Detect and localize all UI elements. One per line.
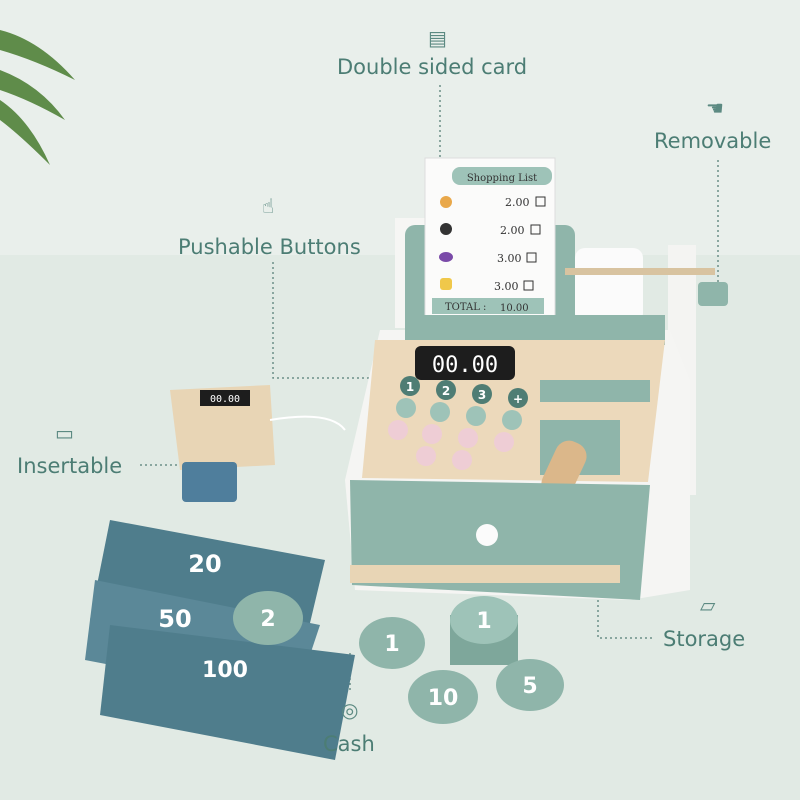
- illustration-shape: [439, 252, 453, 262]
- callout-pushable-buttons: Pushable Buttons: [178, 235, 361, 259]
- illustration-shape: [502, 410, 522, 430]
- coin-value: 2: [260, 607, 275, 632]
- illustration-shape: [698, 282, 728, 306]
- illustration-shape: [396, 398, 522, 430]
- illustration-shape: [452, 450, 472, 470]
- illustration-shape: [415, 346, 515, 380]
- illustration-shape: [422, 424, 442, 444]
- illustration-shape: [540, 380, 650, 402]
- list-item-price: 2.00: [505, 196, 530, 209]
- illustration-shape: [508, 388, 528, 408]
- card-icon: ▤: [428, 26, 447, 50]
- coin-value: 1: [476, 609, 491, 634]
- illustration-shape: [408, 670, 478, 724]
- illustration-shape: [496, 659, 564, 711]
- register-display: 00.00: [432, 353, 498, 378]
- illustration-shape: [535, 196, 546, 207]
- finger-press-icon: ☝: [262, 194, 275, 218]
- shopping-list-title: Shopping List: [467, 173, 537, 184]
- illustration-shape: [575, 248, 643, 323]
- illustration-shape: [526, 252, 537, 263]
- illustration-shape: [530, 224, 541, 235]
- coin-value: 10: [428, 686, 459, 711]
- callout-cash: Cash: [323, 732, 375, 756]
- illustration-shape: [388, 420, 514, 470]
- illustration-shape: [0, 30, 75, 80]
- callout-double-sided-card: Double sided card: [337, 55, 528, 79]
- play-bills: 20 50 100: [85, 520, 355, 760]
- bill-value: 20: [188, 550, 221, 578]
- callout-insertable: Insertable: [17, 454, 123, 478]
- coins-icon: ◎: [341, 698, 359, 722]
- reader-display: 00.00: [210, 394, 240, 405]
- bill-value: 50: [158, 605, 191, 633]
- illustration-shape: [0, 100, 50, 165]
- total-label: TOTAL :: [445, 302, 486, 313]
- illustration-shape: [523, 196, 546, 291]
- coin-value: 5: [522, 674, 537, 699]
- key-label: +: [513, 392, 523, 406]
- drawer-icon: ▱: [700, 593, 716, 617]
- illustration-shape: [432, 298, 544, 314]
- illustration-shape: 2.00 2.00 3.00 3.00: [494, 196, 530, 293]
- illustration-shape: [452, 167, 552, 185]
- illustration-shape: [170, 385, 275, 470]
- illustration-shape: [350, 565, 620, 583]
- list-item-price: 2.00: [500, 224, 525, 237]
- illustration-shape: [416, 446, 436, 466]
- illustration-shape: [494, 432, 514, 452]
- illustration-shape: [440, 278, 452, 290]
- illustration-shape: [0, 70, 65, 120]
- illustration-shape: [388, 420, 408, 440]
- card-insert-icon: ▭: [55, 421, 74, 445]
- total-value: 10.00: [500, 303, 529, 314]
- illustration-shape: [523, 280, 534, 291]
- illustration-shape: [359, 617, 425, 669]
- plant-leaves: [0, 30, 75, 165]
- illustration-shape: [233, 591, 303, 645]
- hand-icon: ☚: [706, 96, 724, 120]
- illustration-shape: [400, 376, 420, 396]
- illustration-shape: [200, 390, 250, 406]
- list-item-price: 3.00: [494, 280, 519, 293]
- key-label: 3: [478, 388, 486, 402]
- illustration-shape: [476, 524, 498, 546]
- illustration-shape: [440, 223, 452, 235]
- illustration-shape: [565, 268, 715, 275]
- illustration-shape: [472, 384, 492, 404]
- illustration-shape: [458, 428, 478, 448]
- coin-value: 1: [384, 632, 399, 657]
- illustration-shape: [100, 625, 355, 760]
- key-label: 2: [442, 384, 450, 398]
- callout-storage: Storage: [663, 627, 746, 651]
- illustration-shape: [466, 406, 486, 426]
- callout-removable: Removable: [654, 129, 772, 153]
- bill-value: 100: [202, 658, 248, 683]
- illustration-shape: [450, 596, 518, 644]
- key-label: 1: [406, 380, 414, 394]
- illustration-shape: [396, 398, 416, 418]
- illustration-shape: 1 2 3 +: [400, 376, 528, 408]
- illustration-shape: [182, 462, 237, 502]
- illustration-shape: [272, 262, 395, 379]
- play-coins: 2 1 1 5 10: [233, 591, 564, 724]
- illustration-shape: [436, 380, 456, 400]
- illustration-shape: [430, 402, 450, 422]
- illustration-shape: [440, 196, 452, 208]
- illustration-shape: [269, 415, 346, 431]
- list-item-price: 3.00: [497, 252, 522, 265]
